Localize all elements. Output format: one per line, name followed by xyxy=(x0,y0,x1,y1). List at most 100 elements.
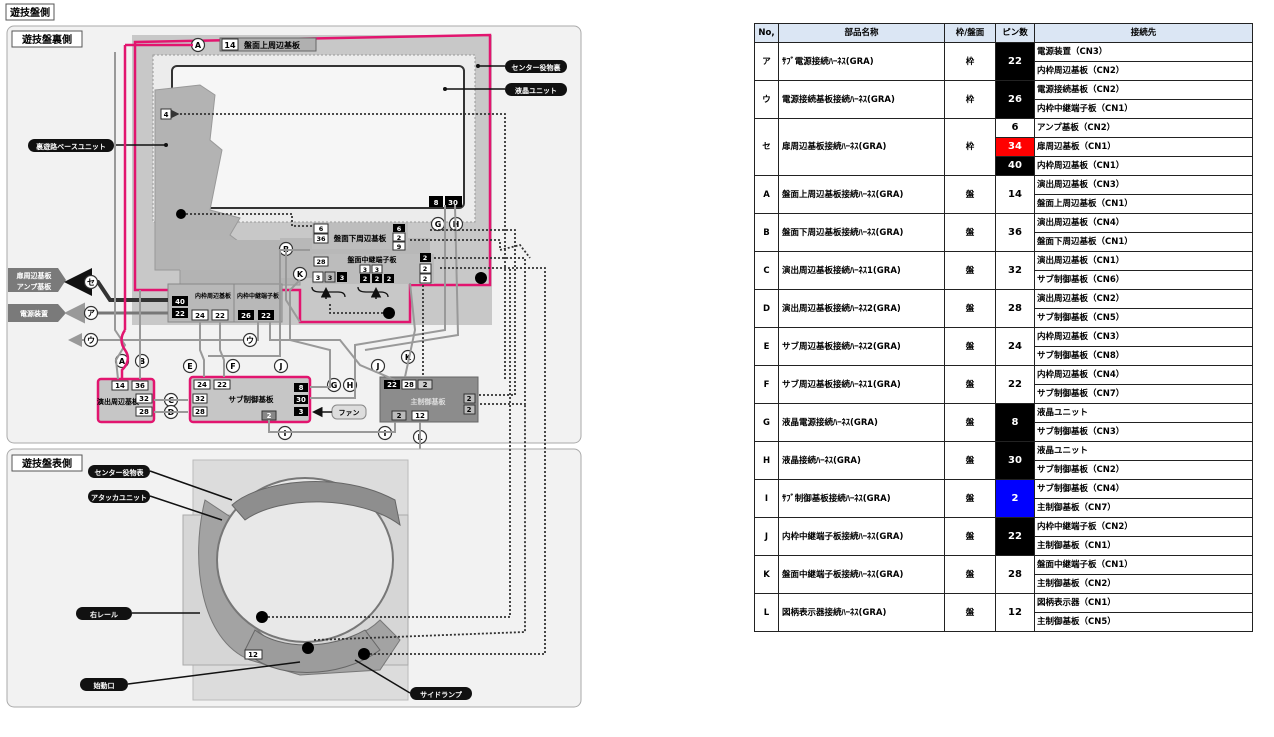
connector-letter: ウ xyxy=(83,332,99,348)
base-unit-shape xyxy=(154,84,301,286)
cell-pins: 22 xyxy=(995,42,1035,81)
cell-frame: 盤 xyxy=(944,593,996,632)
pin-6-lower-r: 6 xyxy=(397,225,402,233)
header-no: No, xyxy=(754,23,779,43)
pin-6-lower: 6 xyxy=(319,225,324,233)
connector-letter: J xyxy=(273,358,289,374)
pin-30-sub: 30 xyxy=(296,396,306,404)
cell-destination: 盤面下周辺基板（CN1） xyxy=(1034,232,1253,252)
cell-destination: 内枠中継端子板（CN1） xyxy=(1034,99,1253,119)
cell-destination: 主制御基板（CN5） xyxy=(1034,612,1253,632)
pin-24-sub: 24 xyxy=(197,381,207,389)
pin-2a: 2 xyxy=(363,275,368,283)
pin-2e: 2 xyxy=(423,265,428,273)
header-pins: ピン数 xyxy=(995,23,1035,43)
lower-board-label: 盤面下周辺基板 xyxy=(333,233,387,243)
cell-no: J xyxy=(754,517,779,556)
center-window xyxy=(216,477,394,643)
cell-frame: 盤 xyxy=(944,517,996,556)
cell-destination: 盤面中継端子板（CN1） xyxy=(1034,555,1253,575)
cell-destination: 内枠周辺基板（CN1） xyxy=(1034,156,1253,176)
cell-part-name: サブ周辺基板接続ﾊｰﾈｽ1(GRA) xyxy=(778,365,945,404)
connector-letter-text: A xyxy=(119,357,126,366)
connector-letter-text: ウ xyxy=(87,336,95,345)
cell-frame: 盤 xyxy=(944,289,996,328)
pin-3a: 3 xyxy=(316,274,321,282)
cell-destination: サブ制御基板（CN4） xyxy=(1034,479,1253,499)
pin-3b: 3 xyxy=(328,274,333,282)
connector-letter: ア xyxy=(83,305,99,321)
pin-3c: 3 xyxy=(340,274,345,282)
pin-2-main-r1: 2 xyxy=(467,395,472,403)
cell-no: K xyxy=(754,555,779,594)
center-decor-front-label: センター役物表 xyxy=(95,468,145,477)
pin-22-inner-b: 22 xyxy=(215,312,225,320)
cell-part-name: 液晶接続ﾊｰﾈｽ(GRA) xyxy=(778,441,945,480)
cell-pins: 32 xyxy=(995,251,1035,290)
main-board-label: 主制御基板 xyxy=(411,397,447,406)
connector-letter-text: F xyxy=(230,362,235,371)
cell-frame: 枠 xyxy=(944,42,996,81)
cell-pins: 22 xyxy=(995,517,1035,556)
pin-22-main: 22 xyxy=(387,381,397,389)
connector-letter: セ xyxy=(83,274,99,290)
cell-part-name: 盤面中継端子板接続ﾊｰﾈｽ(GRA) xyxy=(778,555,945,594)
cell-pins: 12 xyxy=(995,593,1035,632)
cell-destination: サブ制御基板（CN6） xyxy=(1034,270,1253,290)
cell-destination: サブ制御基板（CN3） xyxy=(1034,422,1253,442)
connector-letter-text: J xyxy=(376,362,380,371)
table-header-row: No, 部品名称 枠/盤面 ピン数 接続先 xyxy=(754,23,1253,43)
pin-22-relay: 22 xyxy=(261,312,271,320)
cell-no: D xyxy=(754,289,779,328)
cell-pins: 36 xyxy=(995,213,1035,252)
cell-part-name: 電源接続基板接続ﾊｰﾈｽ(GRA) xyxy=(778,80,945,119)
cell-destination: 扉周辺基板（CN1） xyxy=(1034,137,1253,157)
cell-destination: 内枠中継端子板（CN2） xyxy=(1034,517,1253,537)
cell-frame: 盤 xyxy=(944,403,996,442)
inner-relay-label: 内枠中継端子板 xyxy=(237,292,280,300)
pin-2f: 2 xyxy=(423,275,428,283)
cell-no: B xyxy=(754,213,779,252)
pin-40: 40 xyxy=(175,298,185,306)
cell-no: L xyxy=(754,593,779,632)
cell-pins: 40 xyxy=(995,156,1035,176)
effect-board-label: 演出周辺基板 xyxy=(97,397,140,406)
pin-12-main: 12 xyxy=(415,412,425,420)
connector-letter: E xyxy=(182,358,198,374)
cell-destination: 内枠周辺基板（CN3） xyxy=(1034,327,1253,347)
pin-3-sub: 3 xyxy=(299,408,304,416)
cell-frame: 枠 xyxy=(944,80,996,119)
connector-letter-text: H xyxy=(347,381,354,390)
cell-no: F xyxy=(754,365,779,404)
connector-letter-text: セ xyxy=(87,278,95,287)
connector-letter-text: I xyxy=(384,429,387,438)
inner-frame-board-label: 内枠周辺基板 xyxy=(195,292,232,300)
cell-destination: サブ制御基板（CN5） xyxy=(1034,308,1253,328)
right-rail-label: 右レール xyxy=(89,610,118,619)
cell-destination: 電源接続基板（CN2） xyxy=(1034,80,1253,100)
pin-28-relay: 28 xyxy=(316,258,326,266)
cell-frame: 盤 xyxy=(944,213,996,252)
table-row: 主制御基板（CN5） xyxy=(755,612,1253,632)
connector-letter-text: ア xyxy=(87,309,95,318)
cell-pins: 8 xyxy=(995,403,1035,442)
cell-part-name: 内枠中継端子板接続ﾊｰﾈｽ(GRA) xyxy=(778,517,945,556)
pin-24-inner: 24 xyxy=(195,312,205,320)
cell-pins: 28 xyxy=(995,555,1035,594)
cell-destination: 液晶ユニット xyxy=(1034,403,1253,423)
cell-destination: サブ制御基板（CN8） xyxy=(1034,346,1253,366)
pin-8-sub: 8 xyxy=(299,384,304,392)
cell-pins: 26 xyxy=(995,80,1035,119)
cell-frame: 盤 xyxy=(944,251,996,290)
connector-letter-text: E xyxy=(187,362,192,371)
cell-destination: 電源装置（CN3） xyxy=(1034,42,1253,62)
cell-no: ウ xyxy=(754,80,779,119)
connector-letter: B xyxy=(134,353,150,369)
connector-letter-text: ウ xyxy=(246,336,254,345)
cell-part-name: 液晶電源接続ﾊｰﾈｽ(GRA) xyxy=(778,403,945,442)
cell-pins: 14 xyxy=(995,175,1035,214)
